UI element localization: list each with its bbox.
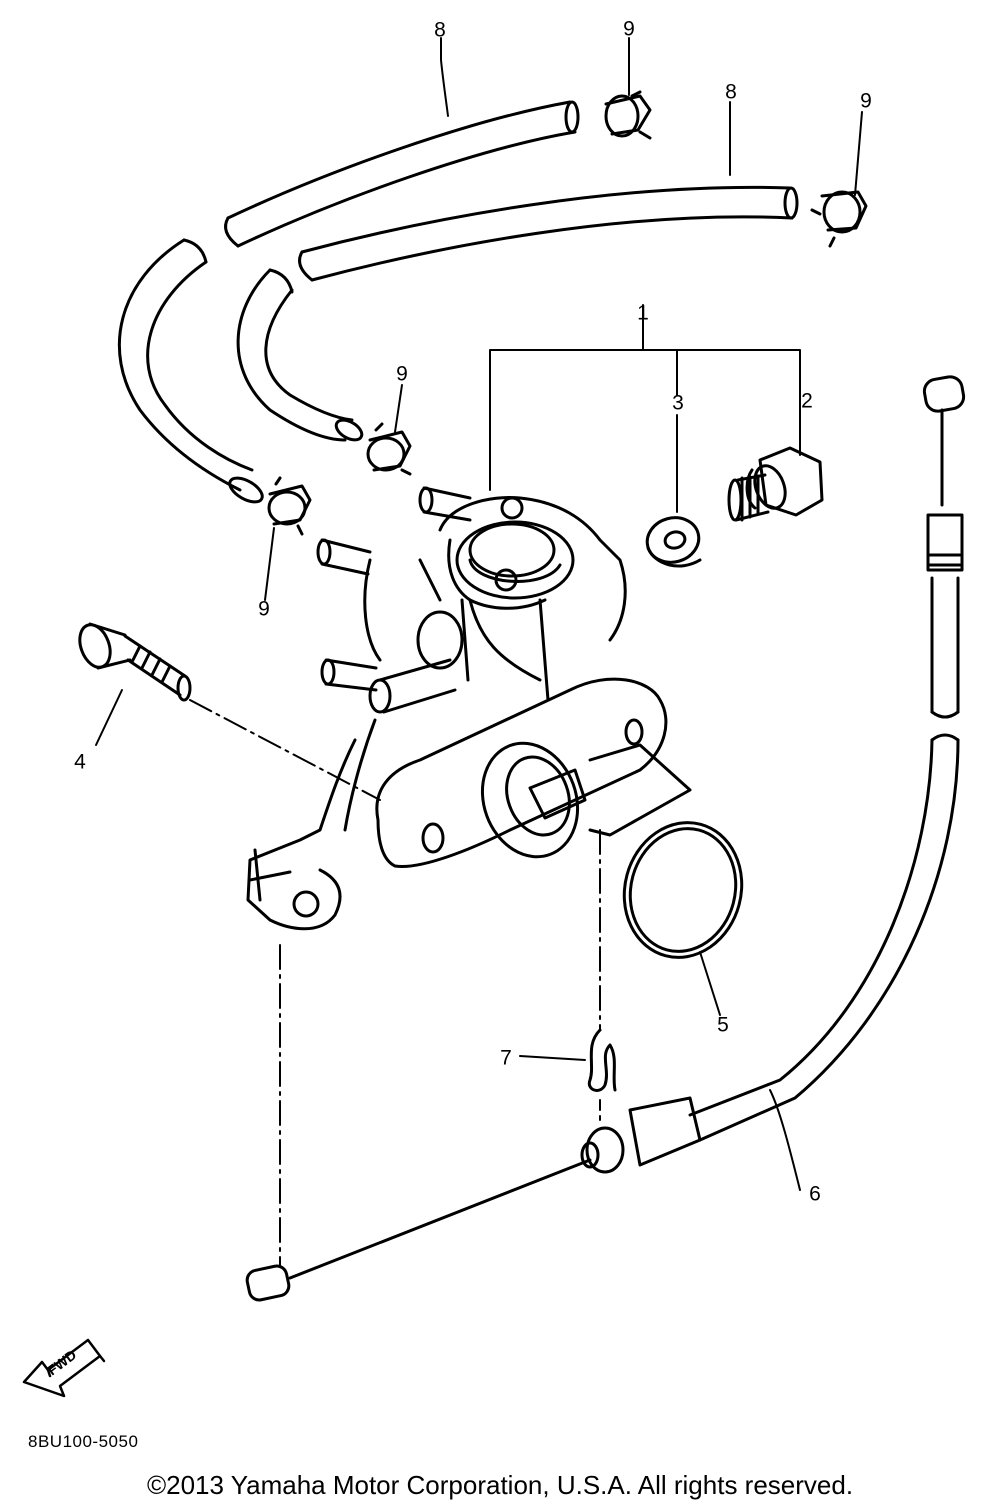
fuel-hose-upper bbox=[224, 100, 580, 248]
hose-clip-top-left bbox=[604, 90, 652, 140]
hose-clip-top-right bbox=[810, 190, 868, 248]
callout-2: 2 bbox=[801, 389, 813, 413]
callout-7: 7 bbox=[500, 1046, 512, 1070]
callout-1: 1 bbox=[637, 301, 649, 325]
callout-9-top-left: 9 bbox=[623, 17, 635, 41]
callout-8-upper: 8 bbox=[434, 18, 446, 42]
leader-lines bbox=[95, 37, 863, 1266]
o-ring bbox=[622, 821, 744, 959]
control-cable bbox=[245, 375, 966, 1302]
callout-8-middle: 8 bbox=[725, 80, 737, 104]
hose-clip-middle bbox=[366, 422, 412, 476]
callout-5: 5 bbox=[717, 1013, 729, 1037]
callout-9-middle: 9 bbox=[396, 362, 408, 386]
hose-clip-left bbox=[267, 476, 312, 536]
callout-3: 3 bbox=[672, 391, 684, 415]
mounting-screw bbox=[78, 622, 192, 702]
drawing-code: 8BU100-5050 bbox=[28, 1432, 139, 1451]
callout-9-left: 9 bbox=[258, 597, 270, 621]
forward-arrow-icon: FWD bbox=[22, 1338, 106, 1398]
retaining-clip bbox=[587, 1028, 617, 1092]
fuel-hose-left-curved bbox=[117, 238, 264, 504]
copyright-notice: ©2013 Yamaha Motor Corporation, U.S.A. A… bbox=[146, 1470, 854, 1500]
callout-9-top-right: 9 bbox=[860, 89, 872, 113]
callout-4: 4 bbox=[74, 750, 86, 774]
fuel-hose-inner-curved bbox=[236, 268, 364, 442]
drain-bolt bbox=[727, 446, 824, 522]
gasket-washer bbox=[645, 516, 702, 568]
fuel-cock-assembly bbox=[246, 486, 692, 931]
fuel-hose-middle bbox=[298, 185, 799, 282]
callout-6: 6 bbox=[809, 1182, 821, 1206]
